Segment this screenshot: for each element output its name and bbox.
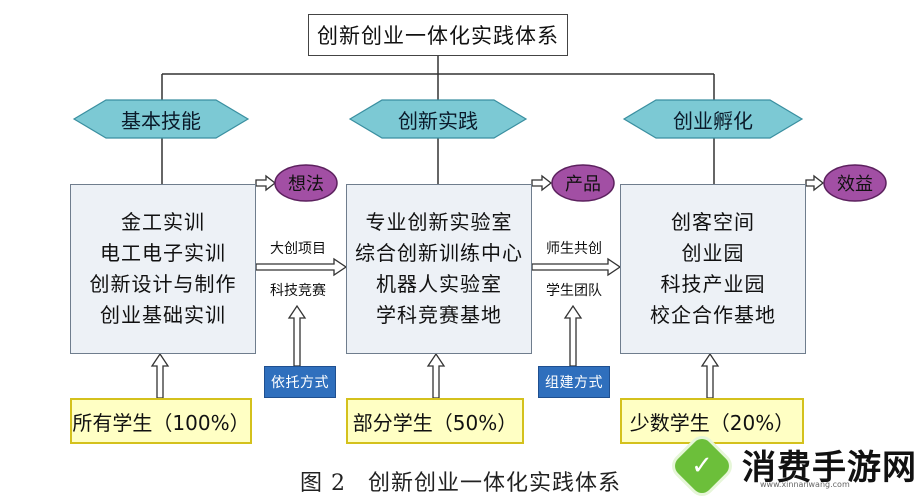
system-title: 创新创业一体化实践体系 (317, 24, 559, 48)
arrow-up-students-2 (426, 352, 446, 399)
stage-box-basic-skills: 金工实训 电工电子实训 创新设计与制作 创业基础实训 (70, 184, 256, 354)
stage-item: 专业创新实验室 (365, 210, 513, 234)
figure-caption-text: 创新创业一体化实践体系 (368, 471, 622, 496)
oval-shape-3 (823, 164, 887, 202)
link-label-bottom-2: 学生团队 (546, 283, 602, 299)
student-box-few: 少数学生（20%） (620, 398, 804, 444)
checkmark-icon: ✓ (691, 451, 713, 481)
figure-number: 图 2 (300, 471, 346, 496)
stage-item: 电工电子实训 (100, 241, 226, 265)
stage-box-entrepreneurship-incubation: 创客空间 创业园 科技产业园 校企合作基地 (620, 184, 806, 354)
stage-item: 创客空间 (671, 210, 755, 234)
arrow-to-oval-3 (805, 174, 825, 192)
watermark-url: www.xinnanwang.com (760, 480, 850, 489)
link-label-bottom-1: 科技竞赛 (270, 283, 326, 299)
stage-item: 创新设计与制作 (89, 272, 237, 296)
stage-item: 金工实训 (121, 210, 205, 234)
watermark-name: 消费手游网 (742, 448, 917, 488)
site-watermark: ✓ 消费手游网 www.xinnanwang.com (646, 434, 917, 498)
method-box-formation: 组建方式 (538, 366, 610, 398)
oval-shape-2 (551, 164, 615, 202)
link-label-top-1: 大创项目 (270, 241, 326, 257)
arrow-up-method-1 (287, 304, 307, 367)
hexagon-shape-1 (72, 99, 250, 139)
stage-item: 学科竞赛基地 (376, 303, 502, 327)
student-box-all: 所有学生（100%） (70, 398, 252, 444)
method-box-support: 依托方式 (264, 366, 336, 398)
oval-shape-1 (274, 164, 338, 202)
stage-item: 校企合作基地 (650, 303, 776, 327)
stage-item: 创业基础实训 (100, 303, 226, 327)
link-label-top-2: 师生共创 (546, 241, 602, 257)
arrow-up-students-3 (700, 352, 720, 399)
stage-box-innovation-practice: 专业创新实验室 综合创新训练中心 机器人实验室 学科竞赛基地 (346, 184, 532, 354)
arrow-stage1-to-stage2 (255, 257, 348, 277)
figure-caption: 图 2 创新创业一体化实践体系 (300, 466, 660, 496)
arrow-to-oval-2 (531, 174, 553, 192)
stage-item: 机器人实验室 (376, 272, 502, 296)
arrow-to-oval-1 (255, 174, 277, 192)
arrow-up-students-1 (150, 352, 170, 399)
stage-item: 综合创新训练中心 (355, 241, 523, 265)
arrow-stage2-to-stage3 (531, 257, 622, 277)
stage-item: 科技产业园 (660, 272, 766, 296)
hexagon-shape-3 (622, 99, 804, 139)
system-title-box: 创新创业一体化实践体系 (308, 14, 568, 56)
student-box-some: 部分学生（50%） (346, 398, 524, 444)
hexagon-shape-2 (348, 99, 528, 139)
stage-item: 创业园 (681, 241, 745, 265)
arrow-up-method-2 (563, 304, 583, 367)
